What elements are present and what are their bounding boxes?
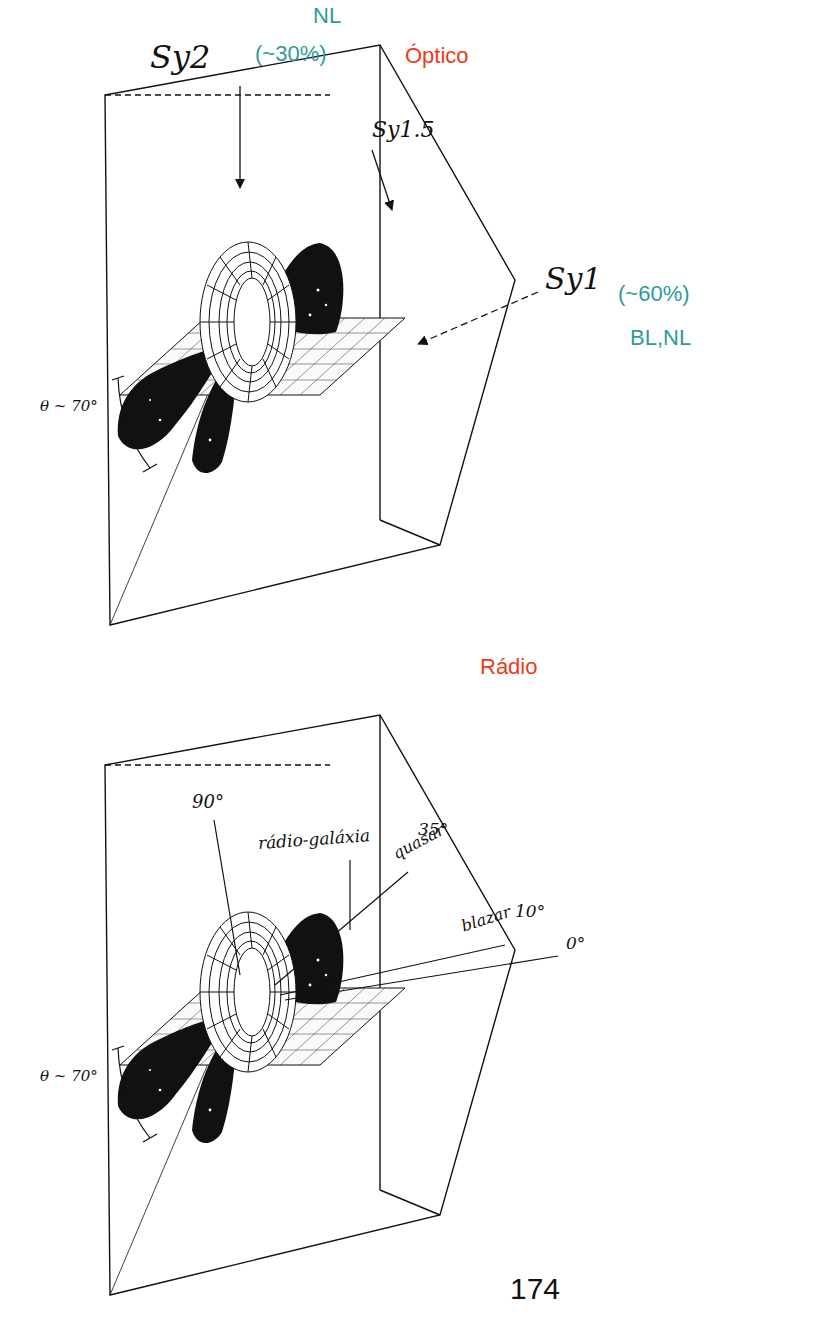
class-name: Sy2: [150, 40, 210, 75]
page-number: 174: [510, 1272, 560, 1305]
angle-label: θ ~ 70°: [40, 398, 98, 415]
class-name: Sy1.5: [372, 118, 435, 142]
object-type: blazar: [459, 903, 512, 935]
object-type: rádio-galáxia: [257, 826, 370, 852]
class-note: NL: [313, 4, 341, 28]
angle-label: 0°: [566, 934, 585, 953]
angle-label: 10°: [515, 902, 545, 921]
class-note: BL,NL: [630, 326, 691, 350]
percentage: (~60%): [618, 282, 690, 306]
band-heading: Óptico: [405, 44, 469, 68]
angle-label: 90°: [192, 792, 224, 812]
percentage: (~30%): [255, 42, 327, 66]
angle-label: θ ~ 70°: [40, 1068, 98, 1085]
band-heading: Rádio: [480, 655, 537, 679]
class-name: Sy1: [545, 262, 602, 295]
